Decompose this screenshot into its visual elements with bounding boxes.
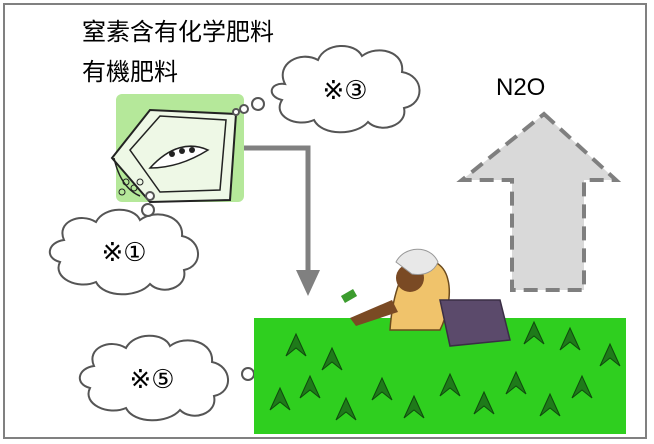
note-label-5: ※⑤ <box>129 365 175 395</box>
fertilizer-bag-icon <box>110 94 244 204</box>
note-label-3: ※③ <box>322 76 368 106</box>
n2o-label: N2O <box>496 74 546 101</box>
n2o-emission-arrow <box>456 111 622 292</box>
tea-field-picture <box>254 248 626 434</box>
note-cloud-5 <box>79 334 276 422</box>
fertilizer-title-line-2: 有機肥料 <box>82 58 178 86</box>
fertilizer-title-line-1: 窒素含有化学肥料 <box>82 18 274 46</box>
note-label-1: ※① <box>101 238 147 268</box>
note-cloud-3 <box>232 44 421 134</box>
flow-arrow <box>244 145 320 296</box>
diagram-frame <box>3 3 647 439</box>
note-cloud-1 <box>49 191 199 296</box>
